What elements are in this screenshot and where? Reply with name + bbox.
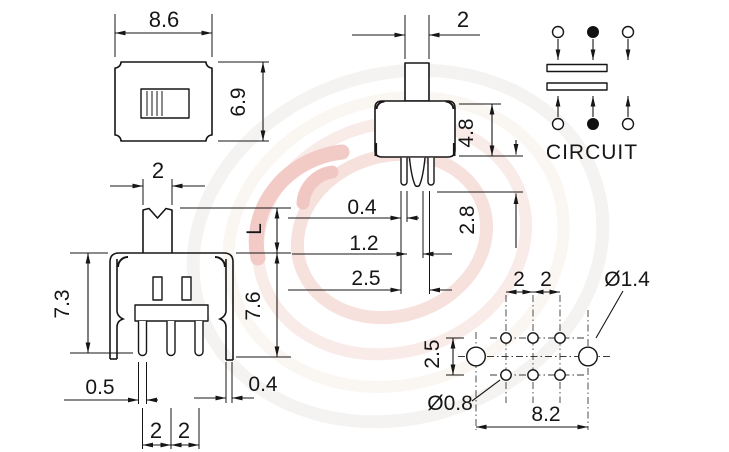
corner-mark xyxy=(117,256,129,268)
dimension-side-body-height: 4.8 xyxy=(455,103,523,157)
dim-front-knob-height: L xyxy=(243,223,266,235)
pcb-hole-small xyxy=(554,332,566,344)
corner-mark xyxy=(214,256,226,268)
front-view: 2 L 7.6 7. xyxy=(51,158,291,449)
dimension-pcb-large-hole: Ø1.4 xyxy=(595,268,650,339)
front-view-knob xyxy=(142,207,173,253)
dimension-front-knob-width: 2 xyxy=(110,158,205,205)
circuit-terminal xyxy=(551,117,565,131)
pcb-hole-large xyxy=(466,346,487,367)
dimension-front-overall-height: 7.6 xyxy=(236,252,291,358)
side-view-knob xyxy=(404,62,430,102)
slider-knob-grip xyxy=(146,91,163,116)
corner-mark xyxy=(445,100,455,110)
dim-front-overall-height: 7.6 xyxy=(242,291,265,320)
pcb-hole-small xyxy=(527,369,539,381)
pcb-hole-small xyxy=(554,369,566,381)
dim-pcb-large-hole: Ø1.4 xyxy=(604,268,650,291)
dim-side-body-height: 4.8 xyxy=(455,118,478,147)
base-plate xyxy=(134,304,209,322)
dim-front-pitch-1: 2 xyxy=(150,418,162,443)
dim-front-pin-width: 0.5 xyxy=(85,376,114,399)
front-view-bracket xyxy=(109,252,234,360)
dim-side-knob-width: 2 xyxy=(457,7,469,32)
side-view-pins xyxy=(400,157,435,188)
dim-top-width: 8.6 xyxy=(149,7,180,32)
dim-pcb-pitch-2: 2 xyxy=(540,268,552,291)
dimension-side-pin-length: 2.8 xyxy=(437,140,523,248)
dimension-front-body-height: 7.3 xyxy=(51,252,133,354)
dim-top-height: 6.9 xyxy=(227,87,250,116)
top-view-slider-window xyxy=(140,88,190,119)
dimension-side-knob-width: 2 xyxy=(352,7,480,59)
dim-front-body-height: 7.3 xyxy=(51,289,74,318)
dimension-pcb-small-hole: Ø0.8 xyxy=(427,379,501,415)
dim-front-bracket-thickness: 0.4 xyxy=(248,373,278,396)
contact-window xyxy=(152,276,163,301)
dim-side-pin-thickness: 0.4 xyxy=(347,196,377,219)
circuit-label: CIRCUIT xyxy=(546,141,638,164)
pcb-layout: 2 2 Ø1.4 2.5 Ø0.8 8.2 xyxy=(421,268,650,430)
top-view: 8.6 6.9 xyxy=(114,7,269,142)
side-view-body xyxy=(374,100,456,158)
dim-front-knob-width: 2 xyxy=(152,158,164,183)
dimension-pcb-col-pitch: 2 2 xyxy=(506,268,560,295)
dim-pcb-small-hole: Ø0.8 xyxy=(427,392,473,415)
pcb-hole-small xyxy=(527,332,539,344)
dimension-front-pin-width: 0.5 xyxy=(64,362,158,404)
dimension-side-pin-details: 0.4 1.2 2.5 xyxy=(288,191,452,294)
circuit-terminal-common xyxy=(587,26,599,38)
front-view-bracket-inner xyxy=(116,259,126,359)
dim-side-pin-offset: 1.2 xyxy=(349,232,378,255)
dimension-front-pin-pitch: 2 2 xyxy=(142,408,200,449)
dim-side-row-pitch: 2.5 xyxy=(351,267,380,290)
corner-mark xyxy=(375,100,385,110)
circuit-terminal xyxy=(621,117,635,131)
dim-pcb-pitch-1: 2 xyxy=(513,268,525,291)
dimension-pcb-span: 8.2 xyxy=(476,403,588,430)
dim-front-pitch-2: 2 xyxy=(178,418,190,443)
pcb-hole-small xyxy=(500,332,512,344)
dim-pcb-span: 8.2 xyxy=(531,403,560,426)
circuit-diagram: CIRCUIT xyxy=(546,25,638,164)
circuit-contact-bar xyxy=(546,82,608,91)
pcb-hole-large xyxy=(578,346,599,367)
dimension-front-knob-height: L xyxy=(180,207,291,253)
dimension-top-width: 8.6 xyxy=(114,7,213,57)
dimension-pcb-row-pitch: 2.5 xyxy=(421,337,464,376)
dimension-front-bracket-thickness: 0.4 xyxy=(194,362,278,403)
dimension-top-height: 6.9 xyxy=(218,61,269,142)
dim-side-pin-length: 2.8 xyxy=(456,205,479,234)
circuit-terminal xyxy=(551,25,565,39)
front-view-pins xyxy=(137,321,204,357)
circuit-contact-bar xyxy=(546,63,608,73)
circuit-terminal-common xyxy=(587,118,599,130)
contact-window xyxy=(181,276,192,301)
side-view: 2 4.8 2.8 xyxy=(288,7,523,294)
front-view-bracket-inner xyxy=(217,259,227,360)
dim-pcb-row-pitch: 2.5 xyxy=(421,339,444,368)
circuit-terminal xyxy=(621,25,635,39)
pcb-hole-small xyxy=(500,369,512,381)
